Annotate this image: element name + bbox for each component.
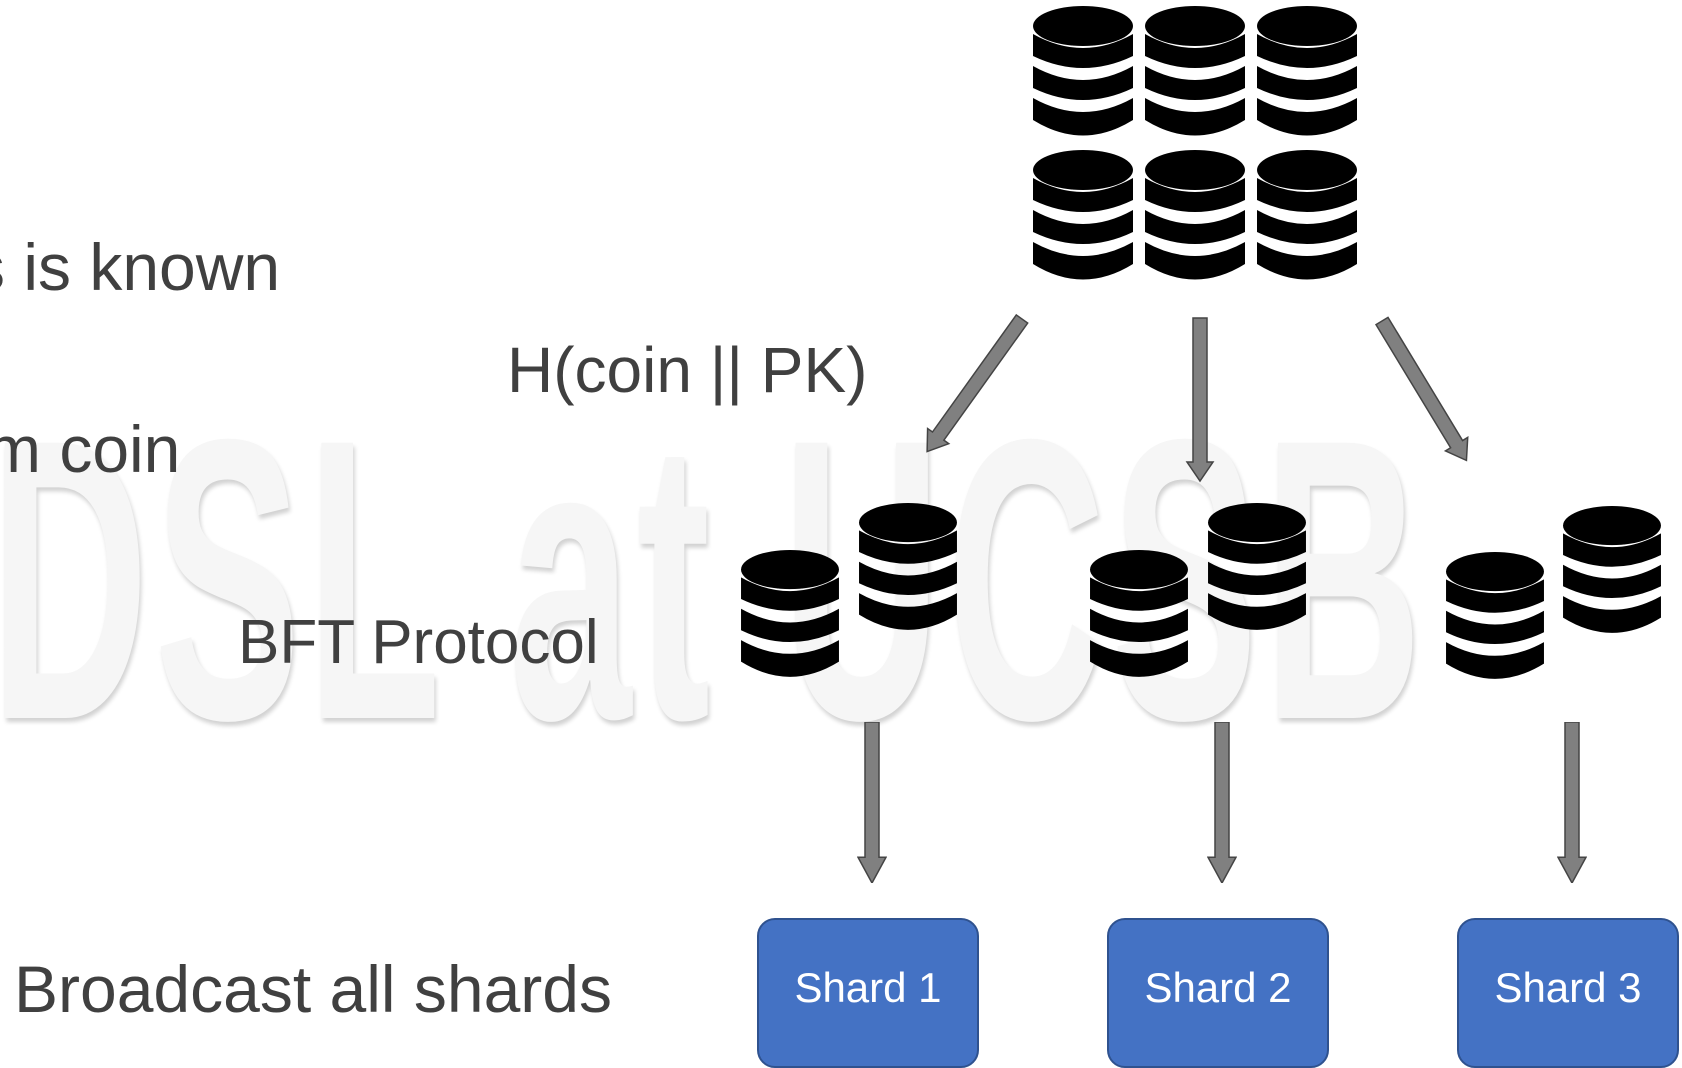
database-icon [859,503,957,630]
shard-1-label: Shard 1 [794,964,942,1011]
broadcast-label: Broadcast all shards [14,952,612,1026]
database-icon [1257,150,1357,280]
arrow-down-icon [1557,722,1587,883]
hash-function-label: H(coin || PK) [507,334,868,406]
database-icon [1208,503,1306,630]
shard-1-box: Shard 1 [757,918,979,1068]
arrow-down-icon [857,722,887,883]
bft-protocol-label: BFT Protocol [238,608,599,677]
arrow-down-icon [1207,722,1237,883]
database-icon [1033,150,1133,280]
arrow-to-shard-1-icon [926,313,1029,453]
database-icon [1446,552,1544,679]
partial-text-known: s is known [0,230,281,304]
database-icon [741,550,839,677]
database-icon [1090,550,1188,677]
database-icon [1033,6,1133,136]
arrow-to-shard-3-icon [1374,316,1469,462]
arrow-to-shard-2-icon [1185,317,1215,483]
partial-text-coin: m coin [0,412,181,486]
shard-2-box: Shard 2 [1107,918,1329,1068]
database-icon [1563,506,1661,633]
shard-3-label: Shard 3 [1494,964,1642,1011]
database-icon [1145,6,1245,136]
database-icon [1145,150,1245,280]
shard-2-label: Shard 2 [1144,964,1292,1011]
database-icon [1257,6,1357,136]
shard-3-box: Shard 3 [1457,918,1679,1068]
